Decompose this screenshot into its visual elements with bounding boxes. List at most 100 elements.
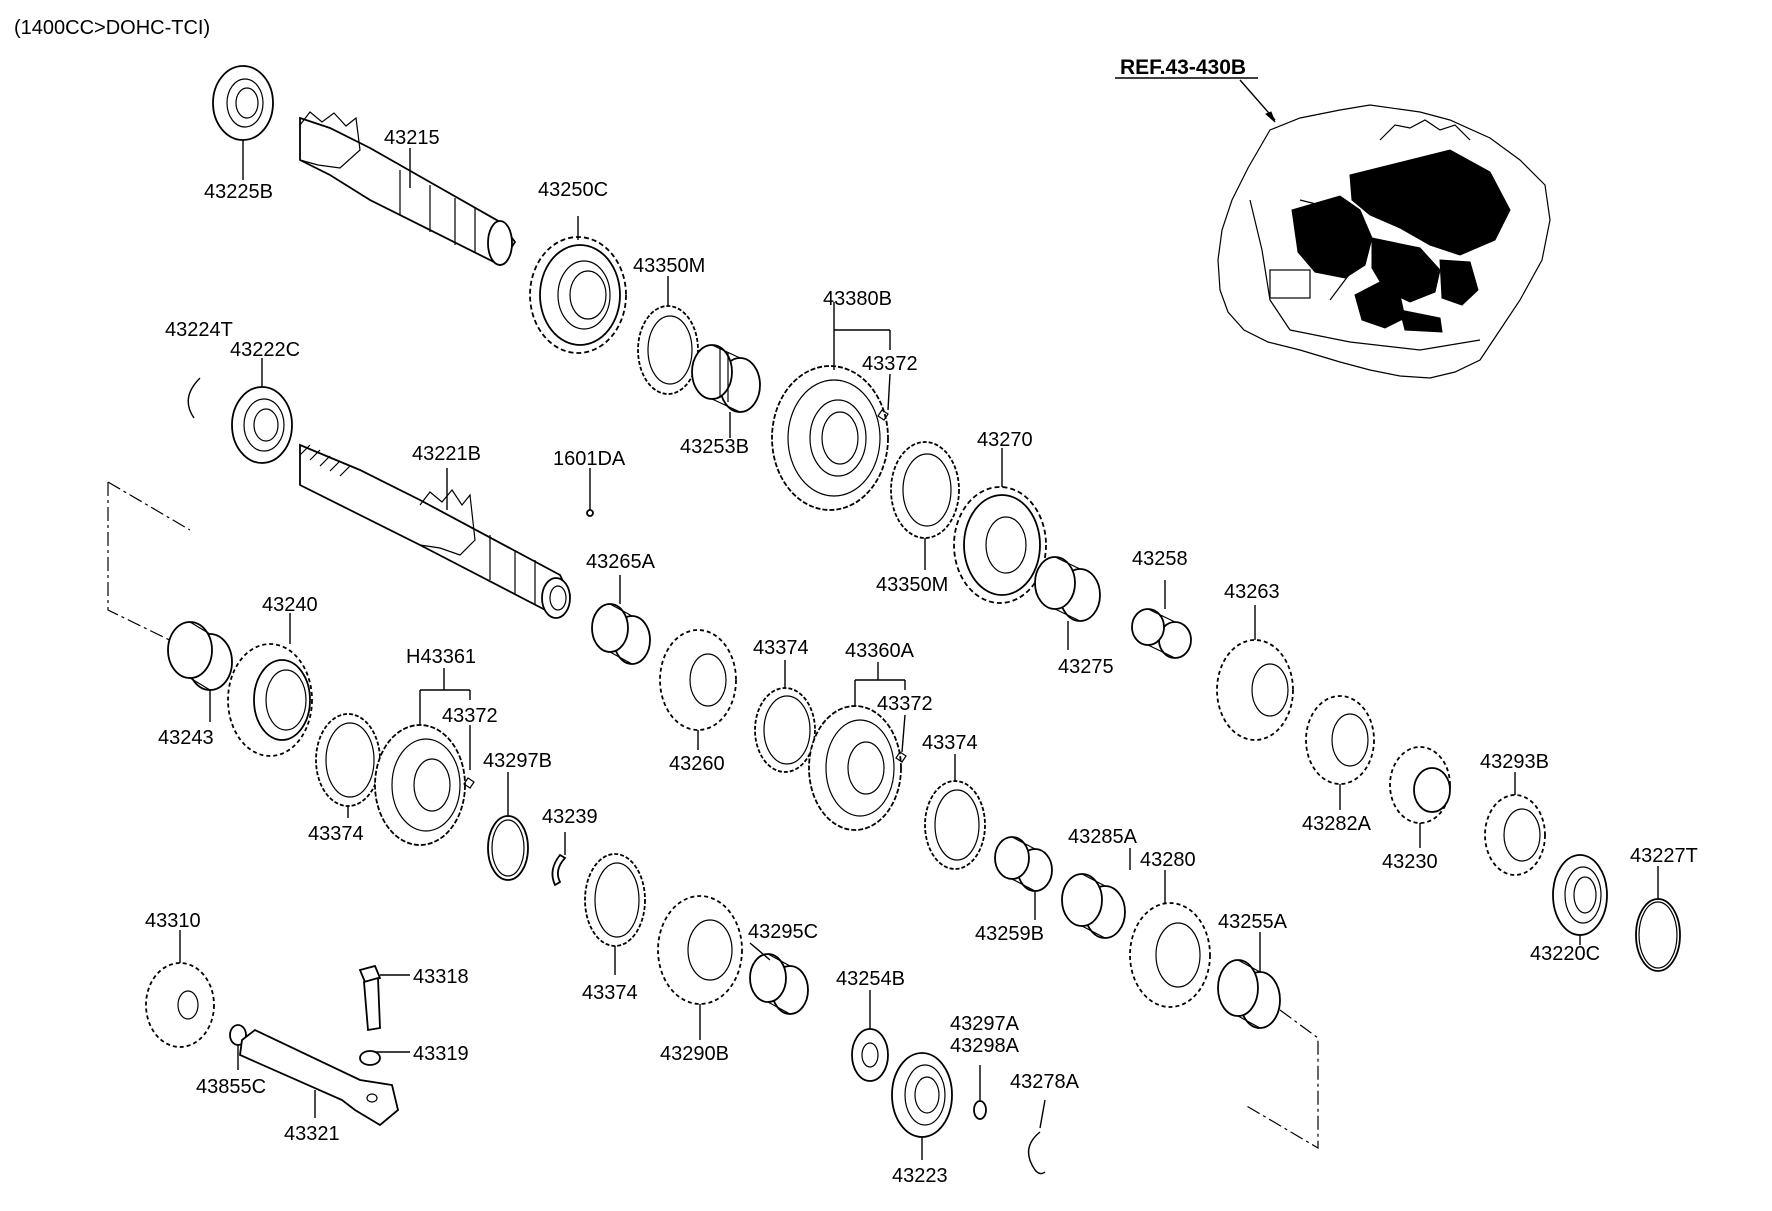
part-43253B-needle-bearing (691, 344, 761, 413)
label-43374-a: 43374 (753, 637, 809, 659)
label-43260: 43260 (669, 753, 725, 775)
part-43243-bushing (167, 621, 233, 691)
label-43297B: 43297B (483, 750, 552, 772)
ref-label: REF.43-430B (1120, 56, 1246, 79)
ref-transaxle-assembly-illustration (1217, 104, 1551, 379)
part-43239-retainer (551, 853, 567, 887)
part-43220C-bearing (1552, 854, 1608, 936)
part-43240-gear (227, 643, 313, 757)
label-43258: 43258 (1132, 548, 1188, 570)
part-labels: 43225B 43215 43250C 43350M 43380B 43372 … (145, 127, 1698, 1187)
label-43319: 43319 (413, 1043, 469, 1065)
label-43253B: 43253B (680, 436, 749, 458)
part-43319-washer (359, 1050, 381, 1066)
variant-label: (1400CC>DOHC-TCI) (14, 17, 210, 39)
label-43265A: 43265A (586, 551, 656, 573)
part-43227T-snap-ring (1635, 898, 1681, 972)
part-43318-bolt (358, 964, 382, 1032)
label-43298A: 43298A (950, 1035, 1020, 1057)
label-H43361: H43361 (406, 646, 476, 668)
part-43374-synchro-ring-c (315, 713, 381, 807)
part-43270-gear (953, 486, 1047, 604)
label-43372-a: 43372 (862, 353, 918, 375)
label-43215: 43215 (384, 127, 440, 149)
label-43220C: 43220C (1530, 943, 1600, 965)
label-43221B: 43221B (412, 443, 481, 465)
part-H43361-synchro-assembly (374, 724, 475, 846)
label-43259B: 43259B (975, 923, 1044, 945)
part-43265A-needle-bearing (591, 603, 651, 665)
alignment-dash-right (1244, 1009, 1319, 1150)
part-43225B-bearing (212, 65, 274, 141)
label-43293B: 43293B (1480, 751, 1549, 773)
label-43254B: 43254B (836, 968, 905, 990)
label-43360A: 43360A (845, 640, 915, 662)
label-43280: 43280 (1140, 849, 1196, 871)
label-43263: 43263 (1224, 581, 1280, 603)
part-43224T-snap-ring (187, 377, 201, 419)
label-43380B: 43380B (823, 288, 892, 310)
part-43285A-needle-bearing (1061, 873, 1126, 939)
label-43225B: 43225B (204, 181, 273, 203)
label-43224T: 43224T (165, 319, 233, 341)
label-43374-b: 43374 (922, 732, 978, 754)
label-43227T: 43227T (1630, 845, 1698, 867)
alignment-dash-left-top (107, 481, 191, 531)
label-43250C: 43250C (538, 179, 608, 201)
part-1601DA-plug (586, 468, 594, 517)
part-43360A-synchro-assembly (808, 705, 907, 831)
part-43230-gear (1389, 746, 1451, 824)
label-43295C: 43295C (748, 921, 818, 943)
part-43222C-bearing (231, 386, 293, 464)
part-43321-idler-shaft (239, 1028, 400, 1127)
ref-arrowhead (1265, 111, 1276, 123)
label-43223: 43223 (892, 1165, 948, 1187)
part-43263-gear (1216, 639, 1294, 741)
part-43374-synchro-ring-b (924, 780, 986, 870)
part-43215-input-shaft (299, 111, 517, 267)
part-43259B-bushing (994, 836, 1053, 892)
label-43290B: 43290B (660, 1043, 729, 1065)
label-43310: 43310 (145, 910, 201, 932)
label-43855C: 43855C (196, 1076, 266, 1098)
label-43275: 43275 (1058, 656, 1114, 678)
label-43297A: 43297A (950, 1013, 1020, 1035)
label-43255A: 43255A (1218, 911, 1288, 933)
label-43278A: 43278A (1010, 1071, 1080, 1093)
part-43297B-snap-ring (487, 815, 529, 881)
part-43278A-snap-ring (1027, 1131, 1046, 1175)
label-43372-b: 43372 (442, 705, 498, 727)
part-43350M-synchro-ring-b (890, 441, 960, 539)
label-43282A: 43282A (1302, 813, 1372, 835)
label-43230: 43230 (1382, 851, 1438, 873)
part-43254B-thrust-washer (851, 1028, 889, 1082)
label-43350M-b: 43350M (876, 574, 948, 596)
part-43258-bushing (1131, 608, 1192, 659)
part-43380B-synchro-assembly (771, 365, 889, 511)
label-43239: 43239 (542, 806, 598, 828)
part-43295C-needle-bearing (749, 953, 809, 1015)
part-43374-synchro-ring-d (584, 853, 646, 947)
part-43350M-synchro-ring-a (637, 305, 699, 395)
label-43243: 43243 (158, 727, 214, 749)
part-43255A-needle-bearing (1217, 959, 1281, 1029)
label-1601DA: 1601DA (553, 448, 626, 470)
part-43280-gear (1129, 902, 1211, 1008)
part-43374-synchro-ring-a (754, 687, 816, 773)
part-43282A-gear (1305, 695, 1375, 785)
label-43374-c: 43374 (308, 823, 364, 845)
part-43297A-43298A-shim (973, 1100, 987, 1120)
part-43223-bearing (891, 1052, 953, 1138)
label-43321: 43321 (284, 1123, 340, 1145)
label-43350M-a: 43350M (633, 255, 705, 277)
label-43318: 43318 (413, 966, 469, 988)
leader-lines (179, 140, 1659, 1160)
alignment-dash-left (107, 482, 191, 651)
part-43310-reverse-idler-gear (145, 962, 215, 1048)
part-43275-needle-bearing (1034, 556, 1101, 622)
label-43285A: 43285A (1068, 826, 1138, 848)
part-43221B-main-shaft (299, 443, 572, 619)
label-43240: 43240 (262, 594, 318, 616)
part-43290B-gear (657, 895, 743, 1005)
